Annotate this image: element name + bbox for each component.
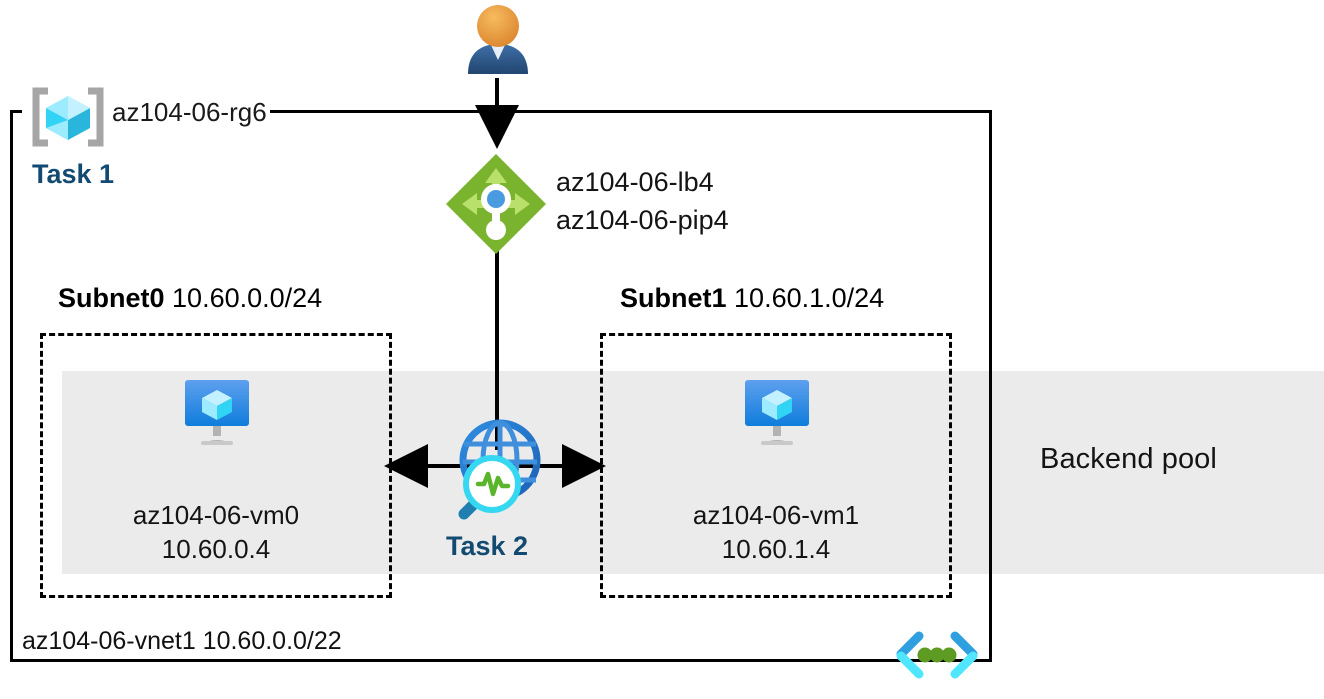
- load-balancer-label: az104-06-lb4 az104-06-pip4: [556, 163, 729, 240]
- task-2-label: Task 2: [446, 531, 529, 561]
- vm0-label: az104-06-vm0 10.60.0.4: [42, 498, 390, 567]
- subnet0-name: Subnet0: [58, 283, 165, 313]
- backend-pool-band: [62, 371, 1324, 574]
- subnet1-name: Subnet1: [620, 283, 727, 313]
- vm0-name: az104-06-vm0: [132, 500, 300, 530]
- load-balancer-name: az104-06-lb4: [556, 167, 714, 197]
- public-ip-name: az104-06-pip4: [556, 205, 729, 236]
- subnet0-title: Subnet0 10.60.0.0/24: [58, 283, 322, 314]
- vm1-label: az104-06-vm1 10.60.1.4: [602, 498, 950, 567]
- user-icon: [468, 5, 528, 74]
- backend-pool-label: Backend pool: [1040, 443, 1217, 475]
- vm0-ip: 10.60.0.4: [161, 534, 271, 565]
- virtual-machine-icon: [185, 380, 249, 445]
- task-1-label: Task 1: [32, 159, 115, 189]
- vnet-name-label: az104-06-vnet1 10.60.0.0/22: [22, 627, 342, 655]
- subnet0-range: 10.60.0.0/24: [172, 283, 323, 313]
- resource-group-name: az104-06-rg6: [112, 97, 267, 127]
- vm1-ip: 10.60.1.4: [721, 534, 831, 565]
- resource-group-icon: [32, 87, 104, 147]
- subnet1-title: Subnet1 10.60.1.0/24: [620, 283, 884, 314]
- load-balancer-icon: [446, 154, 546, 254]
- virtual-network-icon: [896, 631, 978, 679]
- vm1-name: az104-06-vm1: [692, 500, 860, 530]
- virtual-machine-icon: [745, 380, 809, 445]
- network-watcher-icon: [458, 419, 541, 520]
- subnet1-range: 10.60.1.0/24: [734, 283, 885, 313]
